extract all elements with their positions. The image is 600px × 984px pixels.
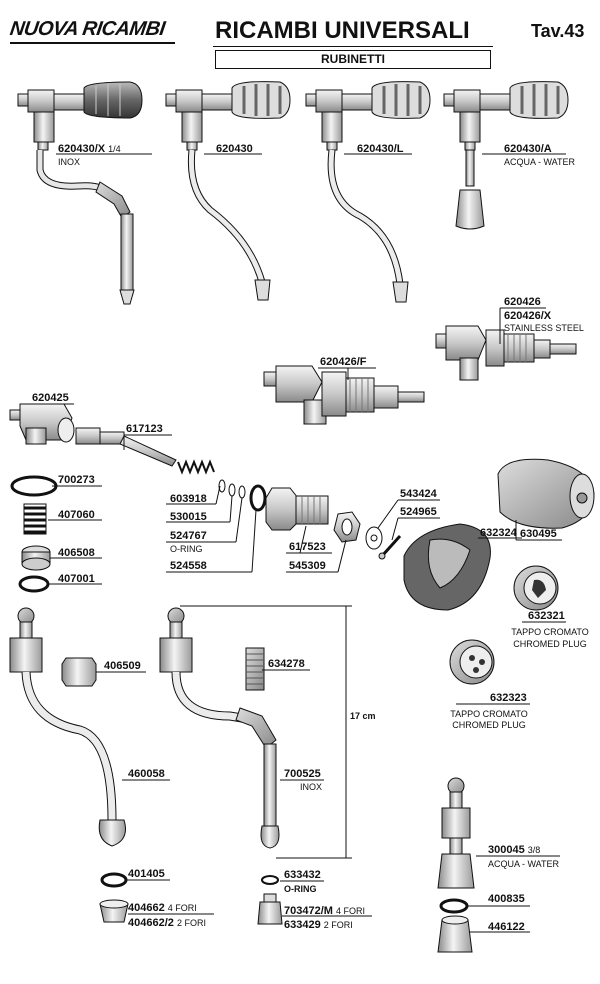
valve-300045-drawing <box>437 777 475 889</box>
leader-lines <box>32 153 566 933</box>
plug-632321-drawing <box>513 565 559 611</box>
label-620430a: 620430/A <box>504 143 552 155</box>
dimension-17cm-drawing <box>180 605 352 859</box>
label-620430: 620430 <box>216 143 253 155</box>
note2-632323: CHROMED PLUG <box>452 720 526 730</box>
sleeve-634278-drawing <box>245 647 265 691</box>
nut-406509-drawing <box>61 657 97 687</box>
label-633432: 633432 <box>284 869 321 881</box>
label-400835: 400835 <box>488 893 525 905</box>
label-543424: 543424 <box>400 488 437 500</box>
note-620430a: ACQUA - WATER <box>504 157 576 167</box>
label-406509: 406509 <box>104 660 141 672</box>
note1-632321: TAPPO CROMATO <box>511 627 589 637</box>
label-407001: 407001 <box>58 573 95 585</box>
label-524965: 524965 <box>400 506 437 518</box>
section-subtitle: RUBINETTI <box>215 50 491 69</box>
label-617123: 617123 <box>126 423 163 435</box>
label-620430l: 620430/L <box>357 143 404 155</box>
nozzle-404662-drawing <box>99 899 129 923</box>
label-632323: 632323 <box>490 692 527 704</box>
label-633429: 633429 2 FORI <box>284 919 353 931</box>
label-530015: 530015 <box>170 511 207 523</box>
valve-620426f-drawing <box>263 365 425 425</box>
label-404662-2: 404662/2 2 FORI <box>128 917 206 929</box>
label-620425: 620425 <box>32 392 69 404</box>
oring-633432-drawing <box>261 875 279 885</box>
plug-632323-drawing <box>449 639 495 685</box>
label-620430x: 620430/X 1/4 <box>58 143 121 155</box>
nut-617523-drawing <box>265 487 329 531</box>
label-545309: 545309 <box>289 560 326 572</box>
label-524767: 524767 <box>170 530 207 542</box>
label-703472m: 703472/M 4 FORI <box>284 905 366 917</box>
page-title: RICAMBI UNIVERSALI <box>215 17 470 44</box>
tap-620430a-drawing <box>443 81 569 230</box>
ring-401405-drawing <box>100 872 128 888</box>
seal-700273-drawing <box>10 475 58 497</box>
pipe-700525-drawing <box>159 607 280 849</box>
label-524558: 524558 <box>170 560 207 572</box>
label-404662: 404662 4 FORI <box>128 902 197 914</box>
label-300045: 300045 3/8 <box>488 844 541 856</box>
label-401405: 401405 <box>128 868 165 880</box>
washer-543424-drawing <box>365 526 383 550</box>
label-632324: 632324 <box>480 527 517 539</box>
tap-620430-drawing <box>165 81 291 301</box>
label-634278: 634278 <box>268 658 305 670</box>
label-632321: 632321 <box>528 610 565 622</box>
note-633432: O-RING <box>284 884 317 894</box>
note-300045: ACQUA - WATER <box>488 859 560 869</box>
note-620430x: INOX <box>58 157 81 167</box>
note-524767: O-RING <box>170 544 203 554</box>
tap-620430l-drawing <box>305 81 431 303</box>
ring-407001-drawing <box>18 575 50 593</box>
note2-632321: CHROMED PLUG <box>513 639 587 649</box>
nozzle-446122-drawing <box>437 915 473 953</box>
knob-630495-drawing <box>497 458 595 529</box>
pipe-460058-drawing <box>9 607 126 847</box>
label-620426f: 620426/F <box>320 356 367 368</box>
spring-603918-drawing <box>177 459 215 475</box>
label-700273: 700273 <box>58 474 95 486</box>
label-700525: 700525 <box>284 768 321 780</box>
dimension-17cm: 17 cm <box>350 711 376 721</box>
label-603918: 603918 <box>170 493 207 505</box>
label-460058: 460058 <box>128 768 165 780</box>
label-620426: 620426 <box>504 296 541 308</box>
label-630495: 630495 <box>520 528 557 540</box>
label-446122: 446122 <box>488 921 525 933</box>
nozzle-703472m-drawing <box>257 893 283 925</box>
note-620426x: STAINLESS STEEL <box>504 323 584 333</box>
label-617523: 617523 <box>289 541 326 553</box>
note1-632323: TAPPO CROMATO <box>450 709 528 719</box>
title-rule <box>213 46 493 47</box>
cap-406508-drawing <box>21 545 51 571</box>
brand-underline <box>10 42 175 44</box>
tap-620430x-drawing <box>17 81 143 305</box>
body-620425-drawing <box>9 403 75 445</box>
small-rings-530015-drawing <box>218 479 246 499</box>
ring-400835-drawing <box>439 898 469 914</box>
label-407060: 407060 <box>58 509 95 521</box>
label-620426x: 620426/X <box>504 310 552 322</box>
label-406508: 406508 <box>58 547 95 559</box>
spring-407060-drawing <box>23 503 47 535</box>
table-number: Tav.43 <box>531 21 585 41</box>
nut-545309-drawing <box>333 511 361 543</box>
screw-524965-drawing <box>378 534 402 560</box>
valve-620426x-drawing <box>435 325 577 381</box>
spindle-617123-drawing <box>75 427 177 467</box>
knob-632324-drawing <box>403 523 491 611</box>
note-700525: INOX <box>300 782 323 792</box>
washer-524558-drawing <box>249 484 267 512</box>
